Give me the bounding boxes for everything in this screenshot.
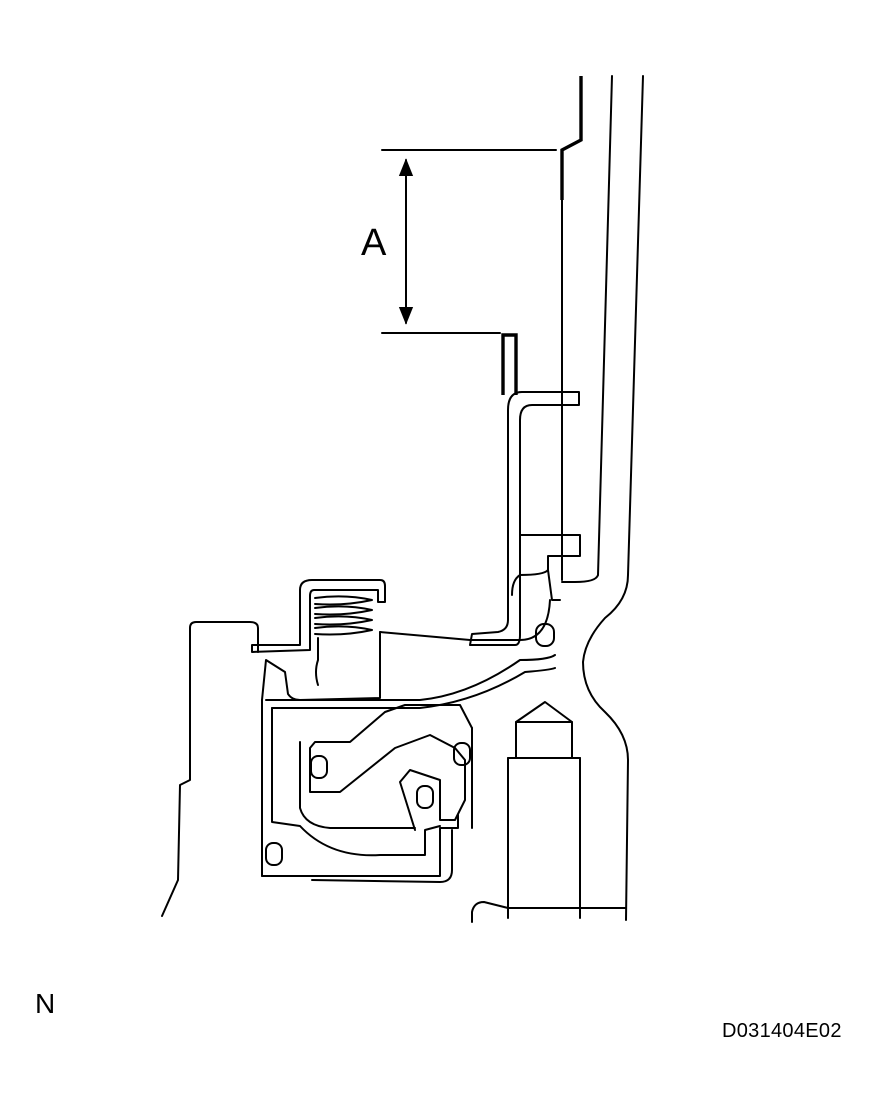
coil-spring-icon	[314, 595, 373, 686]
clutch-drum	[469, 391, 581, 646]
piston-hub	[299, 704, 473, 883]
dimension-a-indicator	[381, 149, 557, 334]
o-ring-icon	[265, 842, 283, 866]
shaft	[471, 701, 627, 923]
clutch-piston	[261, 599, 556, 877]
o-ring-icon	[453, 742, 471, 766]
o-ring-icon	[535, 623, 555, 647]
view-letter: N	[35, 988, 56, 1019]
outer-housing	[161, 621, 263, 917]
snap-ring	[501, 333, 518, 395]
figure-code: D031404E02	[722, 1020, 842, 1042]
dimension-label: A	[361, 222, 387, 264]
return-spring-assembly	[251, 579, 386, 686]
o-ring-icon	[416, 785, 434, 809]
o-rings	[265, 623, 555, 866]
o-ring-icon	[310, 755, 328, 779]
case-wall	[560, 75, 644, 921]
